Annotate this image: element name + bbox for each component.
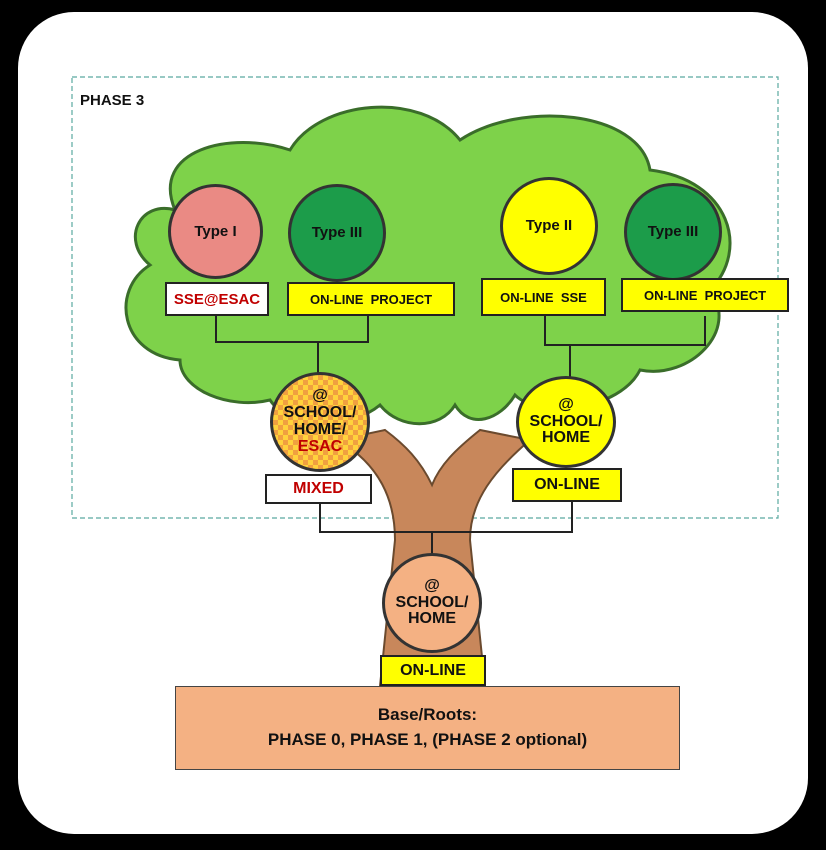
base-roots-box: Base/Roots: PHASE 0, PHASE 1, (PHASE 2 o… [175,686,680,770]
type-ii-label: Type II [525,217,573,235]
base-text: PHASE 0, PHASE 1, (PHASE 2 optional) [267,730,588,749]
school-home-right-circle: @ SCHOOL/ HOME [516,376,616,468]
school-text: SCHOOL/ [283,404,357,422]
home-text: HOME [408,610,456,628]
type-iii-right-circle: Type III [624,183,722,281]
online-right-box: ON-LINE [512,468,622,502]
type-ii-circle: Type II [500,177,598,275]
phase-3-label: PHASE 3 [80,92,145,109]
type-iii-right-label: Type III [647,223,699,241]
school-home-trunk-circle: @ SCHOOL/ HOME [382,553,482,653]
type-iii-left-circle: Type III [288,184,386,282]
online-trunk-box: ON-LINE [380,655,486,686]
base-title: Base/Roots: [377,705,478,725]
sse-esac-box: SSE@ESAC [165,282,269,316]
online-project-right-box: ON-LINE PROJECT [621,278,789,312]
at-symbol: @ [312,387,328,405]
mixed-box: MIXED [265,474,372,504]
home-text: HOME/ [293,421,347,438]
online-project-left-box: ON-LINE PROJECT [287,282,455,316]
home-text: HOME [542,429,590,447]
type-i-label: Type I [194,222,237,240]
school-home-esac-circle: @ SCHOOL/ HOME/ ESAC [270,372,370,472]
at-symbol: @ [424,576,440,594]
at-symbol: @ [558,395,574,413]
school-text: SCHOOL/ [395,593,469,611]
connector-lines [215,316,706,555]
esac-text: ESAC [297,437,343,455]
type-iii-left-label: Type III [311,224,363,242]
online-sse-box: ON-LINE SSE [481,278,606,316]
type-i-circle: Type I [168,184,263,279]
school-text: SCHOOL/ [529,412,603,430]
